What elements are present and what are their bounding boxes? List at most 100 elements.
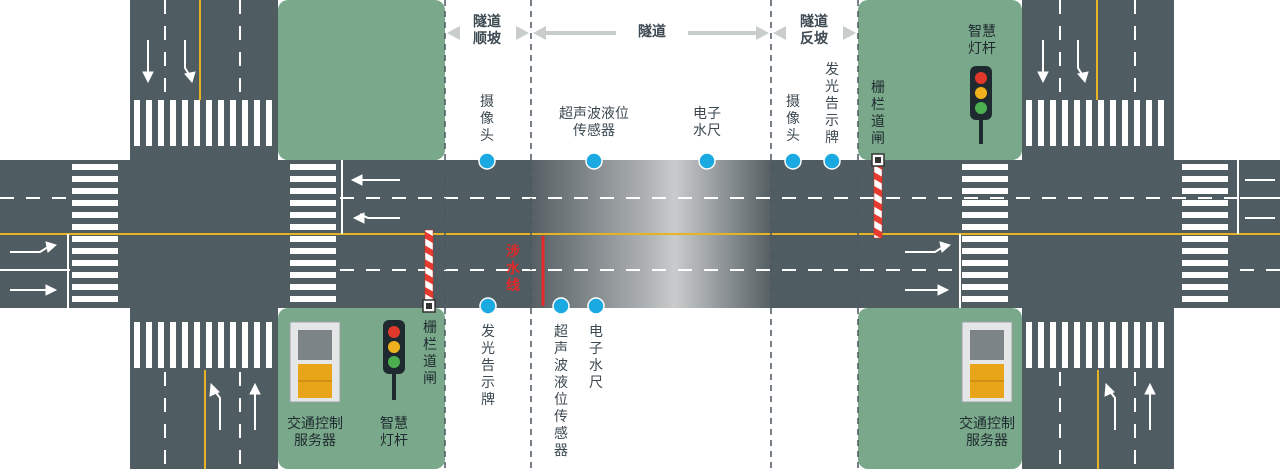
- crosswalk-stripe: [962, 236, 1008, 242]
- crosswalk-stripe: [290, 272, 336, 278]
- crosswalk-stripe: [1134, 100, 1140, 146]
- crosswalk-stripe: [962, 272, 1008, 278]
- camera-right-label: 摄像头: [786, 94, 800, 144]
- crosswalk-stripe: [290, 284, 336, 290]
- crosswalk-stripe: [1038, 100, 1044, 146]
- crosswalk-stripe: [962, 212, 1008, 218]
- crosswalk-stripe: [962, 284, 1008, 290]
- crosswalk-stripe: [158, 100, 164, 146]
- crosswalk-stripe: [962, 200, 1008, 206]
- crosswalk-stripe: [146, 322, 152, 368]
- crosswalk-stripe: [290, 188, 336, 194]
- camera-dot: [478, 152, 496, 170]
- crosswalk-stripe: [72, 200, 118, 206]
- crosswalk-stripe: [1110, 100, 1116, 146]
- crosswalk-stripe: [1182, 296, 1228, 302]
- camera-label: 摄像头: [480, 94, 494, 144]
- crosswalk-stripe: [962, 224, 1008, 230]
- crosswalk-stripe: [194, 100, 200, 146]
- crosswalk-stripe: [1050, 322, 1056, 368]
- crosswalk-stripe: [1062, 322, 1068, 368]
- camera-right-dot: [784, 152, 802, 170]
- crosswalk-stripe: [1086, 322, 1092, 368]
- crosswalk-stripe: [134, 322, 140, 368]
- crosswalk-stripe: [72, 224, 118, 230]
- sign-right-dot: [823, 152, 841, 170]
- crosswalk-stripe: [1182, 212, 1228, 218]
- crosswalk-stripe: [290, 260, 336, 266]
- traffic-light-right: [970, 66, 992, 144]
- crosswalk-stripe: [1182, 272, 1228, 278]
- sign-right-label: 发光告示牌: [825, 62, 839, 146]
- green-area-top-left: [278, 0, 445, 160]
- crosswalk-stripe: [290, 200, 336, 206]
- crosswalk-stripe: [962, 260, 1008, 266]
- crosswalk-stripe: [1158, 322, 1164, 368]
- crosswalk-stripe: [194, 322, 200, 368]
- crosswalk-stripe: [1146, 322, 1152, 368]
- crosswalk-stripe: [1182, 200, 1228, 206]
- crosswalk-stripe: [1122, 322, 1128, 368]
- crosswalk-stripe: [72, 164, 118, 170]
- crosswalk-stripe: [1182, 260, 1228, 266]
- server-cabinet-right: [961, 321, 1013, 403]
- ultrasonic-top-label: 超声波液位传感器: [559, 106, 629, 139]
- crosswalk-stripe: [266, 100, 272, 146]
- crosswalk-stripe: [1026, 322, 1032, 368]
- crosswalk-stripe: [170, 100, 176, 146]
- crosswalk-stripe: [1182, 164, 1228, 170]
- sign-bottom-label: 发光告示牌: [481, 324, 495, 408]
- crosswalk-stripe: [1158, 100, 1164, 146]
- crosswalk-stripe: [1086, 100, 1092, 146]
- water-gauge-bottom-dot: [587, 297, 605, 315]
- water-gauge-bottom-label: 电子水尺: [589, 324, 603, 391]
- crosswalk-stripe: [1122, 100, 1128, 146]
- ultrasonic-top-dot: [585, 152, 603, 170]
- crosswalk-stripe: [290, 176, 336, 182]
- crosswalk-stripe: [1182, 284, 1228, 290]
- crosswalk-stripe: [134, 100, 140, 146]
- crosswalk-stripe: [242, 100, 248, 146]
- smart-pole-left-label: 智慧灯杆: [380, 416, 408, 449]
- crosswalk-stripe: [1146, 100, 1152, 146]
- crosswalk-stripe: [206, 100, 212, 146]
- crosswalk-stripe: [1182, 188, 1228, 194]
- crosswalk-stripe: [962, 164, 1008, 170]
- crosswalk-stripe: [266, 322, 272, 368]
- crosswalk-stripe: [218, 322, 224, 368]
- crosswalk-stripe: [1074, 322, 1080, 368]
- crosswalk-stripe: [72, 260, 118, 266]
- barrier-right-label: 栅栏道闸: [871, 80, 885, 147]
- crosswalk-stripe: [290, 248, 336, 254]
- zone-down-slope-label: 隧道顺坡: [473, 14, 501, 47]
- crosswalk-stripe: [230, 100, 236, 146]
- crosswalk-stripe: [170, 322, 176, 368]
- crosswalk-stripe: [290, 164, 336, 170]
- crosswalk-stripe: [1038, 322, 1044, 368]
- crosswalk-stripe: [72, 188, 118, 194]
- sign-bottom-dot: [479, 297, 497, 315]
- crosswalk-stripe: [206, 322, 212, 368]
- crosswalk-stripe: [1050, 100, 1056, 146]
- crosswalk-stripe: [72, 272, 118, 278]
- smart-pole-right-label: 智慧灯杆: [968, 24, 996, 57]
- crosswalk-stripe: [1110, 322, 1116, 368]
- crosswalk-stripes: [72, 100, 1228, 368]
- crosswalk-stripe: [72, 176, 118, 182]
- crosswalk-stripe: [1026, 100, 1032, 146]
- crosswalk-stripe: [242, 322, 248, 368]
- sensor-dots: [478, 152, 841, 315]
- crosswalk-stripe: [158, 322, 164, 368]
- crosswalk-stripe: [1062, 100, 1068, 146]
- crosswalk-stripe: [254, 322, 260, 368]
- crosswalk-stripe: [290, 296, 336, 302]
- crosswalk-stripe: [1098, 100, 1104, 146]
- lane-arrows: [10, 40, 1275, 430]
- crosswalk-stripe: [290, 236, 336, 242]
- barrier-gate-left-graphic: [422, 229, 436, 313]
- crosswalk-stripe: [1182, 224, 1228, 230]
- crosswalk-stripe: [962, 188, 1008, 194]
- barrier-left-label: 栅栏道闸: [423, 320, 437, 387]
- crosswalk-stripe: [1182, 236, 1228, 242]
- server-left-label: 交通控制服务器: [287, 416, 343, 449]
